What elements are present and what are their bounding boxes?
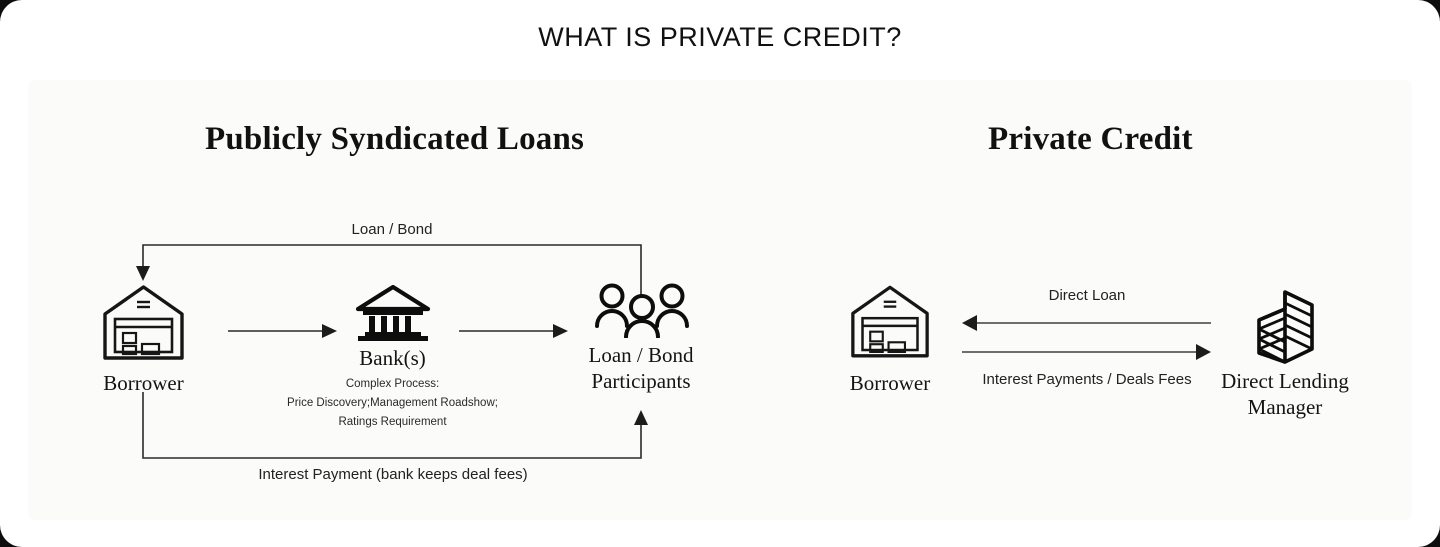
warehouse-icon xyxy=(101,284,186,369)
manager-label-line2: Manager xyxy=(1247,395,1323,419)
manager-label-line1: Direct Lending xyxy=(1221,369,1349,393)
bank-details-line-3: Ratings Requirement xyxy=(338,416,447,428)
office-tower-icon xyxy=(1249,287,1321,372)
bank-details-line-2: Price Discovery;Management Roadshow; xyxy=(287,397,498,409)
flow-label-loan-bond: Loan / Bond xyxy=(351,221,433,238)
node-label-bank: Bank(s) xyxy=(359,346,426,370)
bank-details-line-1: Complex Process: xyxy=(345,378,440,390)
section-heading-publicly-syndicated-loans: Publicly Syndicated Loans xyxy=(205,121,585,157)
node-label-borrower-left: Borrower xyxy=(103,371,184,395)
participants-label-line1: Loan / Bond xyxy=(588,343,694,367)
flow-label-direct-loan: Direct Loan xyxy=(1048,287,1126,304)
page-title: WHAT IS PRIVATE CREDIT? xyxy=(538,22,902,52)
participants-label-line2: Participants xyxy=(591,369,691,393)
section-heading-private-credit: Private Credit xyxy=(988,121,1193,157)
node-label-participants: Loan / Bond Participants xyxy=(566,342,716,394)
bank-columns-icon xyxy=(355,284,431,348)
flow-label-interest-payments-deals-fees: Interest Payments / Deals Fees xyxy=(982,371,1192,388)
node-label-borrower-right: Borrower xyxy=(849,371,931,395)
flow-label-interest-payment: Interest Payment (bank keeps deal fees) xyxy=(258,466,528,483)
node-label-direct-lending-manager: Direct Lending Manager xyxy=(1195,368,1375,420)
warehouse-icon xyxy=(849,284,931,367)
three-people-icon xyxy=(595,283,689,343)
